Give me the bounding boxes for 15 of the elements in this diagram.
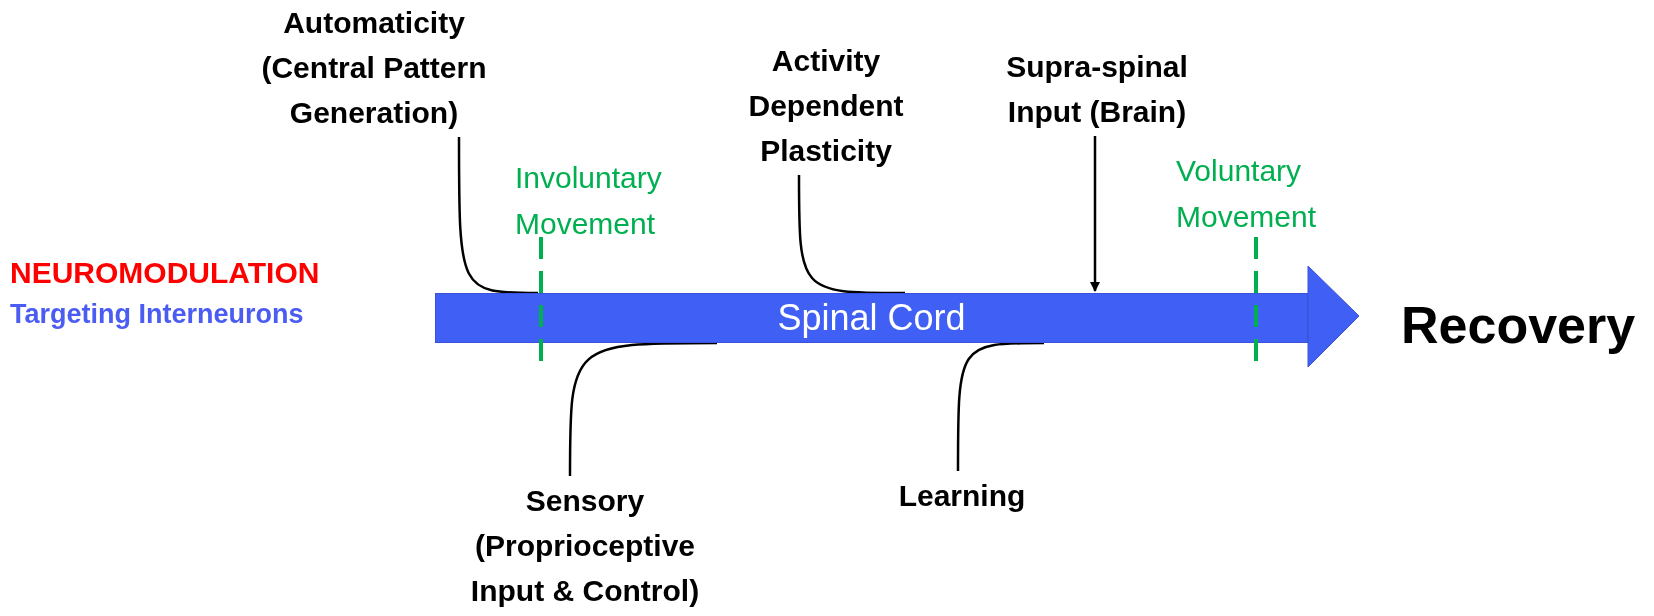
leader-line [568, 341, 717, 476]
factor-label: Sensory (Proprioceptive Input & Control) [435, 478, 735, 613]
factor-label: Automaticity (Central Pattern Generation) [234, 0, 514, 135]
factor-label: Learning [887, 473, 1037, 518]
factor-label: Supra-spinal Input (Brain) [977, 44, 1217, 134]
stage-label: Involuntary Movement [515, 160, 663, 242]
outcome-label: Recovery [1401, 295, 1636, 356]
factor-label: Activity Dependent Plasticity [711, 38, 941, 173]
arrow [1090, 136, 1100, 292]
stage-label: Voluntary Movement [1176, 153, 1318, 235]
leader-line [956, 341, 1044, 471]
leader-line [457, 137, 538, 295]
leader-line [797, 175, 905, 295]
title-text: NEUROMODULATION [10, 255, 320, 291]
subtitle-text: Targeting Interneurons [10, 298, 304, 331]
